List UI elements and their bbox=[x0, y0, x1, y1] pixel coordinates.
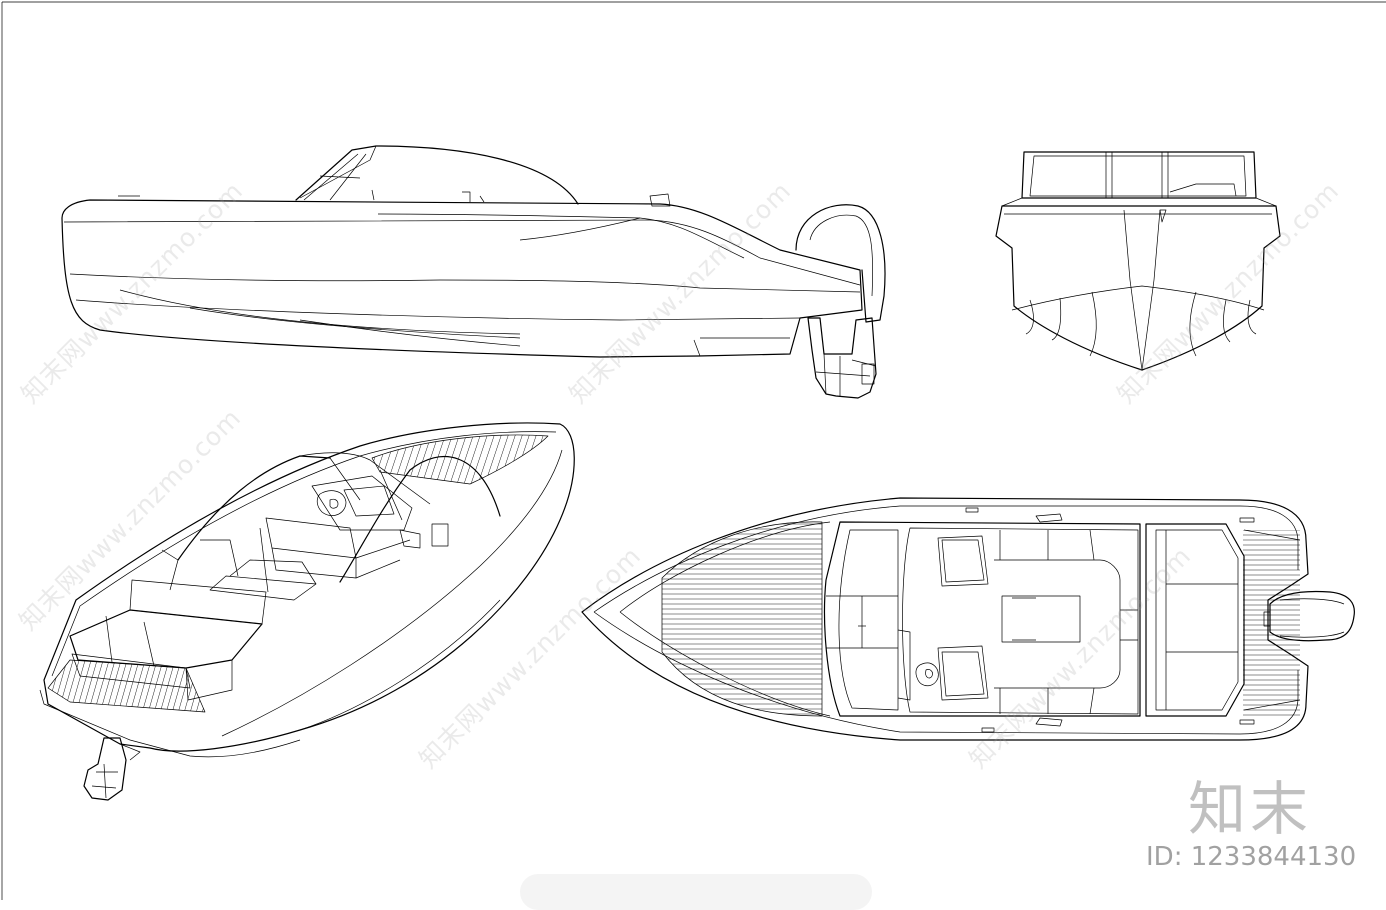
znzmo-logo: 知末 bbox=[1188, 775, 1313, 843]
deck-plank-line bbox=[20, 650, 40, 720]
deck-plank-line bbox=[103, 660, 125, 712]
deck-plank-line bbox=[187, 660, 205, 712]
front-view bbox=[995, 151, 1281, 371]
deck-plank-line bbox=[199, 660, 205, 712]
id-label: ID: 1233844130 bbox=[1146, 842, 1357, 872]
toolbar-pill bbox=[520, 874, 872, 910]
deck-plank-line bbox=[440, 434, 462, 484]
deck-plank-line bbox=[447, 434, 469, 484]
deck-plank-line bbox=[127, 660, 149, 712]
deck-plank-line bbox=[206, 650, 226, 720]
deck-plank-line bbox=[48, 660, 59, 712]
deck-plank-line bbox=[350, 430, 370, 490]
deck-plank-line bbox=[454, 434, 476, 484]
deck-plank-line bbox=[49, 660, 71, 712]
side-profile-view bbox=[61, 145, 886, 399]
deck-plank-line bbox=[48, 660, 53, 712]
top-plan-view bbox=[581, 497, 1355, 741]
perspective-view bbox=[20, 422, 575, 801]
deck-plank-line bbox=[139, 660, 161, 712]
deck-plank-line bbox=[97, 660, 119, 712]
deck-plank-line bbox=[133, 660, 155, 712]
deck-plank-line bbox=[91, 660, 113, 712]
deck-plank-line bbox=[26, 650, 46, 720]
deck-plank-line bbox=[553, 430, 573, 490]
deck-plank-line bbox=[461, 434, 483, 484]
deck-plank-line bbox=[181, 660, 203, 712]
deck-plank-line bbox=[468, 434, 490, 484]
deck-plank-line bbox=[48, 660, 65, 712]
